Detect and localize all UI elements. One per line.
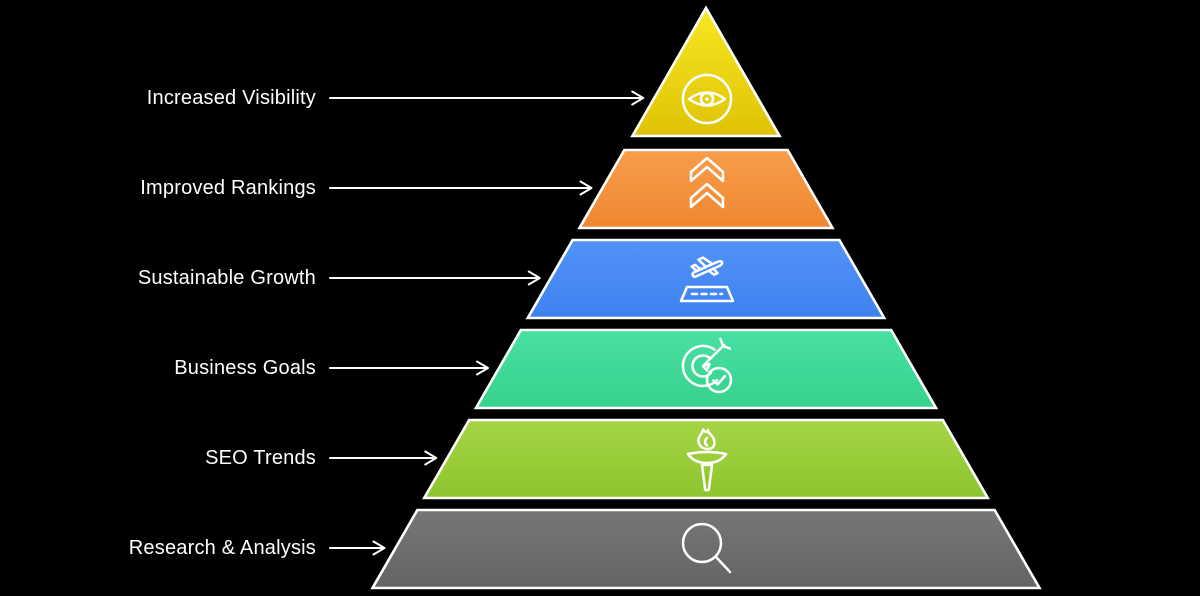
- plane-takeoff-icon: [679, 256, 735, 303]
- search-icon: [681, 522, 732, 574]
- torch-icon: [686, 428, 728, 492]
- level-label-improved-rankings: Improved Rankings: [140, 177, 316, 199]
- level-label-increased-visibility: Increased Visibility: [146, 87, 316, 109]
- label-arrow: [329, 90, 645, 106]
- pyramid-level-2-shape: [577, 148, 835, 230]
- chevrons-up-icon: [689, 156, 725, 209]
- pyramid-level-3-shape: [525, 238, 887, 320]
- level-label-research-analysis: Research & Analysis: [128, 537, 316, 559]
- pyramid-level-6-shape: [370, 508, 1042, 590]
- level-label-business-goals: Business Goals: [174, 357, 316, 379]
- label-arrow: [329, 450, 438, 466]
- target-check-icon: [681, 337, 733, 394]
- label-arrow: [329, 270, 541, 286]
- label-arrow: [329, 180, 593, 196]
- level-label-sustainable-growth: Sustainable Growth: [137, 267, 316, 289]
- eye-icon: [681, 73, 733, 125]
- label-arrow: [329, 540, 386, 556]
- label-arrow: [329, 360, 489, 376]
- pyramid-level-5-shape: [422, 418, 990, 500]
- level-label-seo-trends: SEO Trends: [205, 447, 316, 469]
- pyramid-level-1-shape: [630, 5, 782, 138]
